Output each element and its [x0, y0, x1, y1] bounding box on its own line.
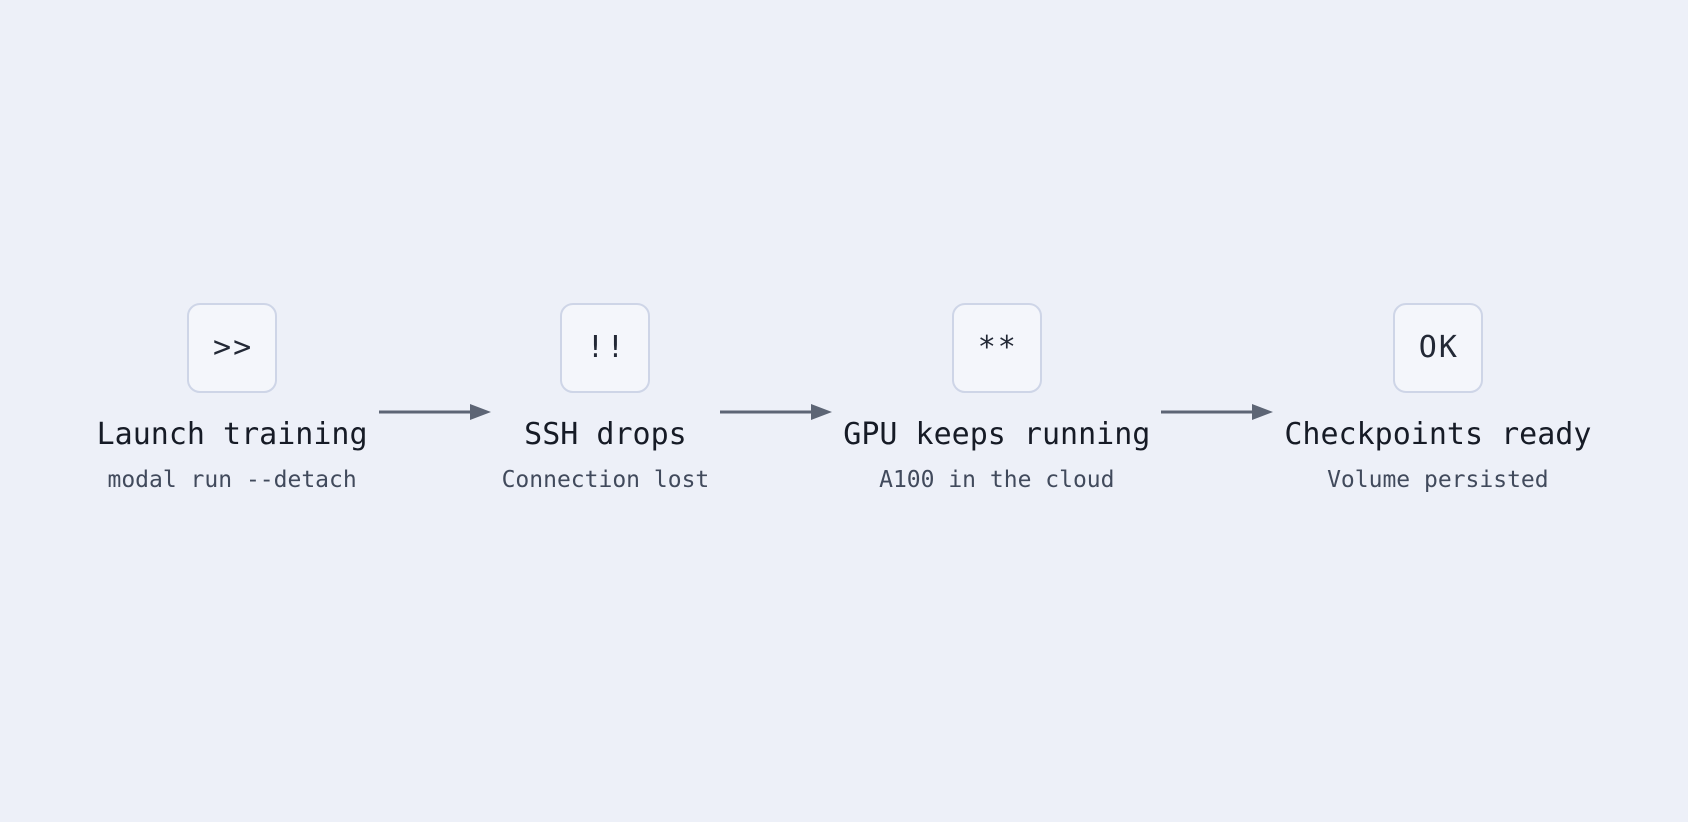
step-title: Checkpoints ready — [1284, 417, 1592, 452]
step-icon-box: ** — [951, 303, 1042, 393]
running-asterisks-icon: ** — [977, 330, 1018, 365]
step-title: Launch training — [96, 417, 368, 452]
flow-arrow-2 — [720, 402, 833, 422]
workflow-diagram: >> Launch training modal run --detach !!… — [97, 303, 1591, 495]
step-launch-training: >> Launch training modal run --detach — [97, 303, 368, 495]
flow-arrow-3 — [1161, 402, 1274, 422]
step-subtitle: A100 in the cloud — [879, 467, 1115, 493]
step-gpu-keeps-running: ** GPU keeps running A100 in the cloud — [843, 303, 1150, 495]
step-subtitle: Volume persisted — [1327, 467, 1549, 493]
alert-bangs-icon: !! — [586, 330, 627, 365]
arrow-right-icon — [378, 404, 491, 420]
step-ssh-drops: !! SSH drops Connection lost — [501, 303, 710, 495]
arrow-right-icon — [1161, 404, 1274, 420]
ok-icon: OK — [1418, 330, 1459, 365]
arrow-right-icon — [720, 404, 833, 420]
step-icon-box: >> — [187, 303, 278, 393]
step-icon-box: OK — [1392, 303, 1483, 393]
step-checkpoints-ready: OK Checkpoints ready Volume persisted — [1284, 303, 1591, 495]
step-subtitle: Connection lost — [501, 467, 710, 493]
step-title: SSH drops — [524, 417, 687, 452]
step-title: GPU keeps running — [843, 417, 1151, 452]
flow-arrow-1 — [378, 402, 491, 422]
launch-chevrons-icon: >> — [213, 330, 254, 365]
step-subtitle: modal run --detach — [107, 467, 357, 493]
step-icon-box: !! — [560, 303, 651, 393]
